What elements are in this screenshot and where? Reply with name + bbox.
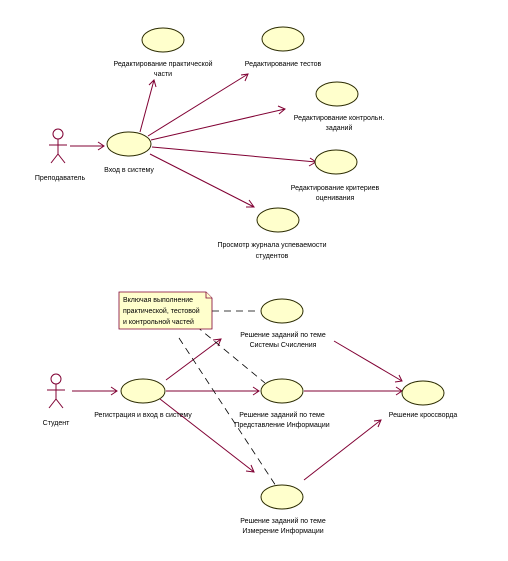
- label-crossword: Решение кроссворда: [389, 412, 458, 419]
- label-solve-measure-1: Решение заданий по теме: [240, 517, 326, 525]
- assoc-login-criteria: [151, 146, 317, 163]
- label-solve-repr-2: Представление Информации: [234, 422, 329, 429]
- note-anchor-measure: [178, 337, 277, 487]
- label-edit-criteria-1: Редактирование критериев: [291, 185, 380, 192]
- actor-student[interactable]: [47, 373, 65, 409]
- note-line-1: Включая выполнение: [123, 297, 193, 304]
- label-edit-criteria-2: оценивания: [316, 195, 355, 202]
- note-line-2: практической, тестовой: [123, 307, 200, 315]
- label-solve-measure-2: Измерение Информации: [242, 528, 323, 535]
- use-case-solve-repr[interactable]: [260, 378, 304, 404]
- label-view-journal-1: Просмотр журнала успеваемости: [217, 242, 326, 249]
- note-anchor-repr: [195, 325, 266, 384]
- note-anchors: [178, 310, 277, 487]
- label-solve-numsys-2: Системы Счисления: [250, 342, 317, 349]
- use-case-crossword[interactable]: [401, 380, 445, 406]
- use-case-login-teacher[interactable]: [106, 131, 152, 157]
- use-case-register-login[interactable]: [120, 378, 166, 404]
- label-actor-teacher: Преподаватель: [35, 175, 86, 182]
- label-view-journal-2: студентов: [256, 253, 289, 260]
- note-line-3: и контрольной частей: [123, 318, 194, 326]
- label-edit-control-1: Редактирование контрольн.: [294, 115, 385, 122]
- label-register-login: Регистрация и вход в систему: [94, 412, 192, 419]
- actor-teacher-head: [52, 128, 64, 140]
- use-case-edit-tests[interactable]: [261, 26, 305, 52]
- note: Включая выполнение практической, тестово…: [118, 291, 213, 330]
- teacher-associations: [70, 73, 317, 208]
- actor-teacher[interactable]: [49, 128, 67, 164]
- assoc-login-journal: [149, 153, 255, 208]
- label-actor-student: Студент: [43, 420, 70, 427]
- labels: Редактирование практической части Редакт…: [35, 60, 457, 535]
- label-edit-control-2: заданий: [326, 124, 353, 132]
- use-case-edit-practical[interactable]: [141, 27, 185, 53]
- assoc-login-practical: [139, 79, 155, 133]
- label-edit-tests: Редактирование тестов: [245, 61, 322, 68]
- use-case-ellipses: [106, 26, 445, 510]
- assoc-login-control: [150, 108, 286, 141]
- use-case-edit-criteria[interactable]: [314, 149, 358, 175]
- label-edit-practical-2: части: [154, 71, 172, 78]
- assoc-login-tests: [147, 73, 249, 137]
- use-case-solve-numsys[interactable]: [260, 298, 304, 324]
- label-solve-numsys-1: Решение заданий по теме: [240, 331, 326, 339]
- assoc-numsys-crossword: [333, 340, 403, 382]
- use-case-solve-measure[interactable]: [260, 484, 304, 510]
- label-edit-practical-1: Редактирование практической: [113, 60, 212, 68]
- note-box: [118, 291, 213, 330]
- assoc-measure-crossword: [303, 419, 382, 481]
- label-login-teacher: Вход в систему: [104, 167, 154, 174]
- label-solve-repr-1: Решение заданий по теме: [239, 411, 325, 419]
- actor-student-head: [50, 373, 62, 385]
- use-case-edit-control[interactable]: [315, 81, 359, 107]
- use-case-view-journal[interactable]: [256, 207, 300, 233]
- assoc-register-measure: [159, 398, 255, 473]
